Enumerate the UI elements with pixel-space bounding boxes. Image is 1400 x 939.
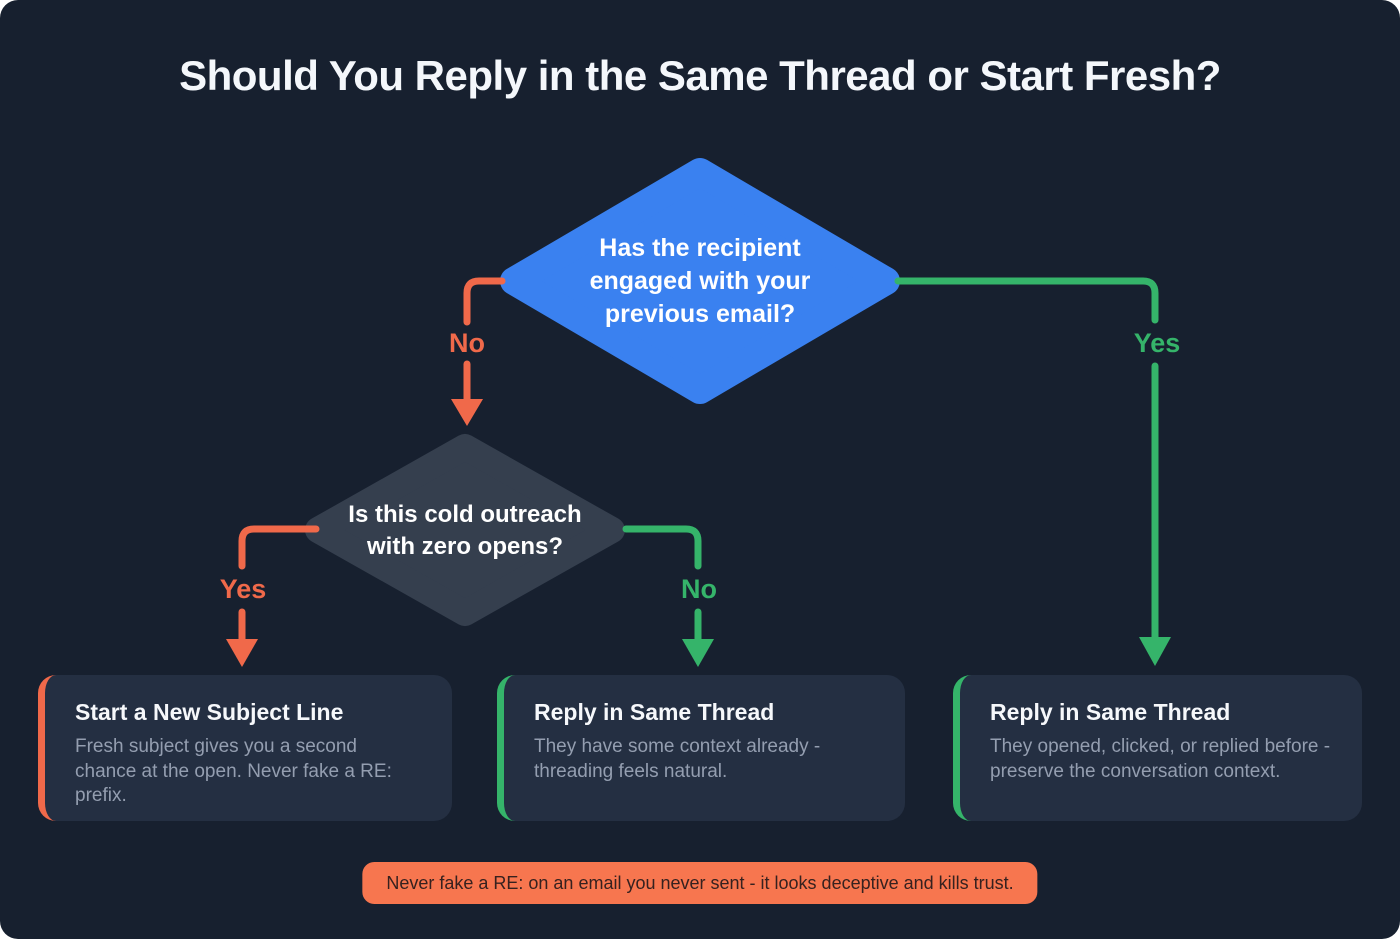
edge-label-second-yes: Yes <box>219 574 267 604</box>
outcome-card-reply-same-thread-right: Reply in Same Thread They opened, clicke… <box>953 675 1362 821</box>
edge-label-second-no: No <box>681 574 717 604</box>
edge-label-root-no: No <box>449 328 485 358</box>
second-question: Is this cold outreach with zero opens? <box>348 501 582 560</box>
connector-root-no <box>463 277 506 404</box>
arrowhead-second-no <box>682 639 714 667</box>
outcome-body: Fresh subject gives you a second chance … <box>75 736 392 807</box>
edge-label-root-yes: Yes <box>1133 328 1181 358</box>
connector-root-yes <box>894 277 1159 642</box>
outcome-card-reply-same-thread-middle: Reply in Same Thread They have some cont… <box>497 675 905 821</box>
outcome-title: Reply in Same Thread <box>990 699 1231 725</box>
connector-second-yes <box>238 525 320 644</box>
connector-second-no <box>622 525 702 644</box>
arrowhead-second-yes <box>226 639 258 667</box>
outcome-title: Reply in Same Thread <box>534 699 775 725</box>
root-question: Has the recipient engaged with your prev… <box>589 233 811 328</box>
arrowhead-root-yes <box>1139 637 1171 666</box>
outcome-body: They opened, clicked, or replied before … <box>990 736 1331 782</box>
page-title: Should You Reply in the Same Thread or S… <box>179 52 1221 99</box>
outcome-body: They have some context already - threadi… <box>534 736 821 782</box>
arrowhead-root-no <box>451 399 483 426</box>
outcome-title: Start a New Subject Line <box>75 699 344 725</box>
warning-banner: Never fake a RE: on an email you never s… <box>362 862 1038 904</box>
second-diamond-shape <box>305 434 625 626</box>
root-diamond-shape <box>500 158 900 404</box>
outcome-card-new-subject: Start a New Subject Line Fresh subject g… <box>38 675 452 821</box>
